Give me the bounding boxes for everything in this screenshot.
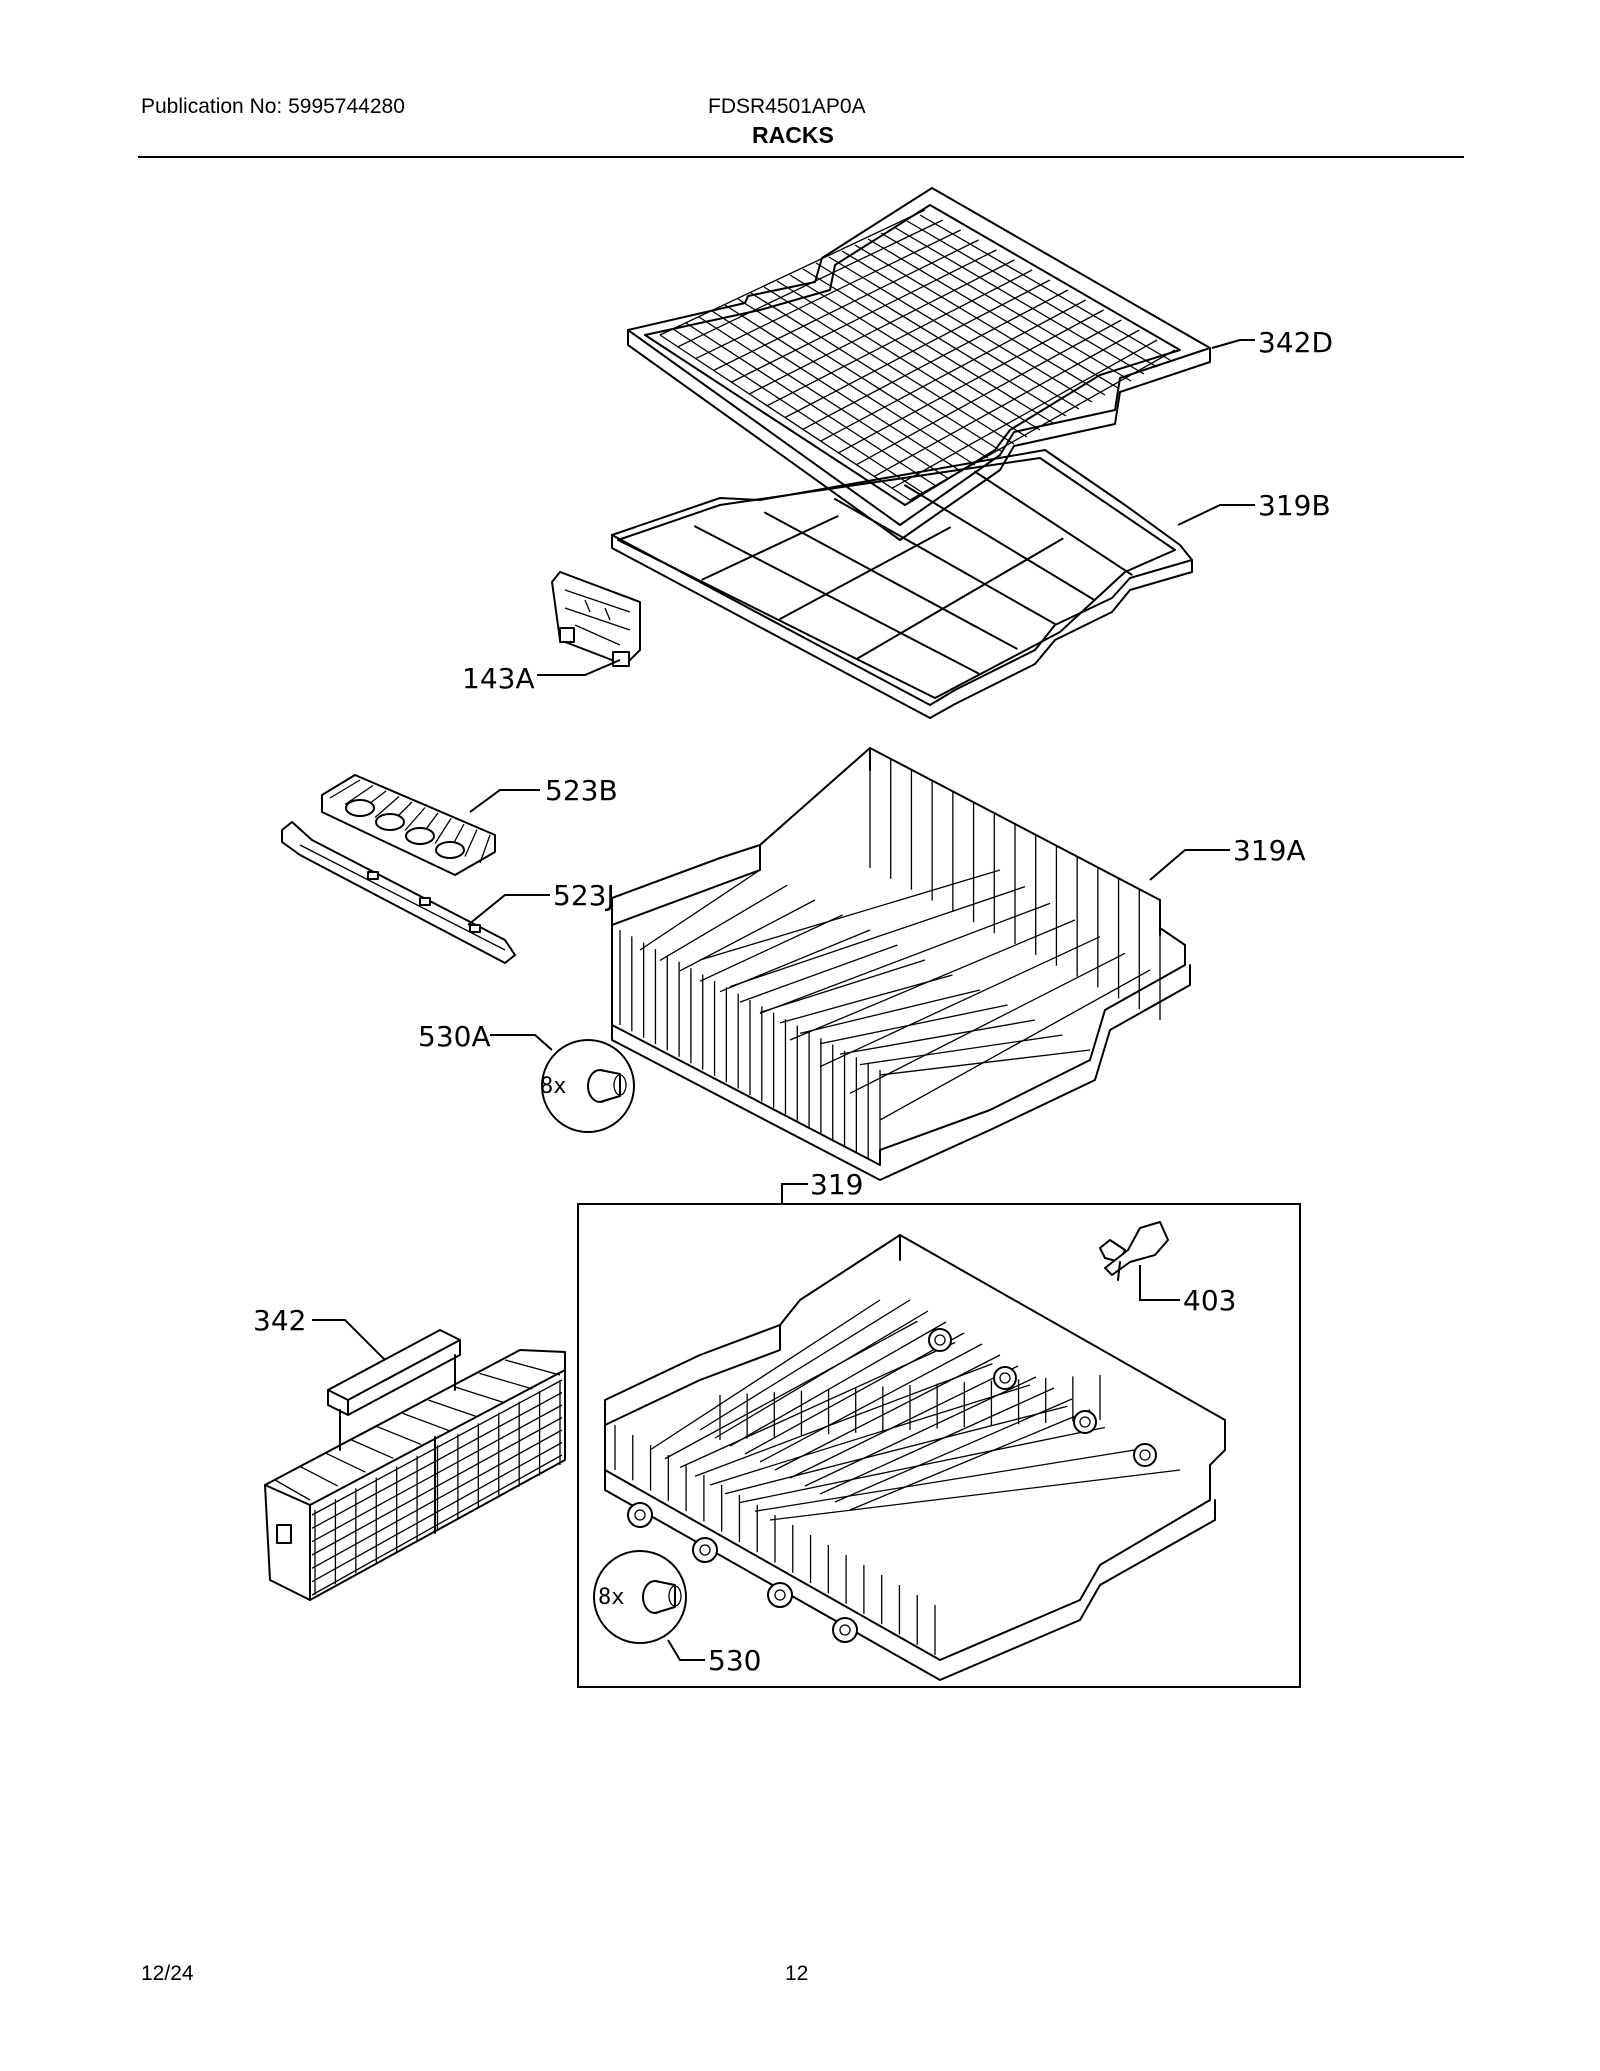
label-523B: 523B — [545, 774, 618, 807]
label-342: 342 — [253, 1304, 306, 1337]
label-403: 403 — [1183, 1284, 1236, 1317]
part-342-drawing — [264, 1329, 566, 1601]
label-530: 530 — [708, 1644, 761, 1677]
lower-rack-inset-box — [577, 1203, 1301, 1688]
qty-530: 8x — [598, 1585, 625, 1610]
header-rule — [138, 156, 1464, 158]
wheel-530A — [587, 1069, 627, 1103]
label-342D: 342D — [1258, 326, 1333, 359]
qty-530A: 8x — [540, 1074, 567, 1099]
part-523B-drawing — [321, 774, 496, 876]
footer-page-number: 12 — [785, 1962, 809, 1985]
callout-circle-530 — [593, 1550, 687, 1644]
label-143A: 143A — [462, 662, 535, 695]
section-title: RACKS — [752, 122, 834, 148]
label-523J: 523J — [553, 879, 615, 912]
part-403-drawing — [1099, 1221, 1169, 1281]
part-523J-drawing — [281, 821, 516, 964]
model-number: FDSR4501AP0A — [708, 95, 866, 118]
wheel-530 — [642, 1580, 682, 1614]
footer-date: 12/24 — [141, 1962, 194, 1985]
label-530A: 530A — [418, 1020, 491, 1053]
label-319: 319 — [810, 1168, 863, 1201]
label-319B: 319B — [1258, 489, 1331, 522]
part-319B-drawing — [611, 449, 1193, 719]
label-319A: 319A — [1233, 834, 1306, 867]
lower-rack-wheels — [627, 1328, 1157, 1643]
part-342D-drawing — [627, 187, 1211, 541]
part-319-drawing — [604, 1234, 1226, 1681]
part-319A-drawing — [611, 747, 1191, 1181]
part-143A-drawing — [551, 571, 641, 667]
publication-number: Publication No: 5995744280 — [141, 95, 405, 118]
